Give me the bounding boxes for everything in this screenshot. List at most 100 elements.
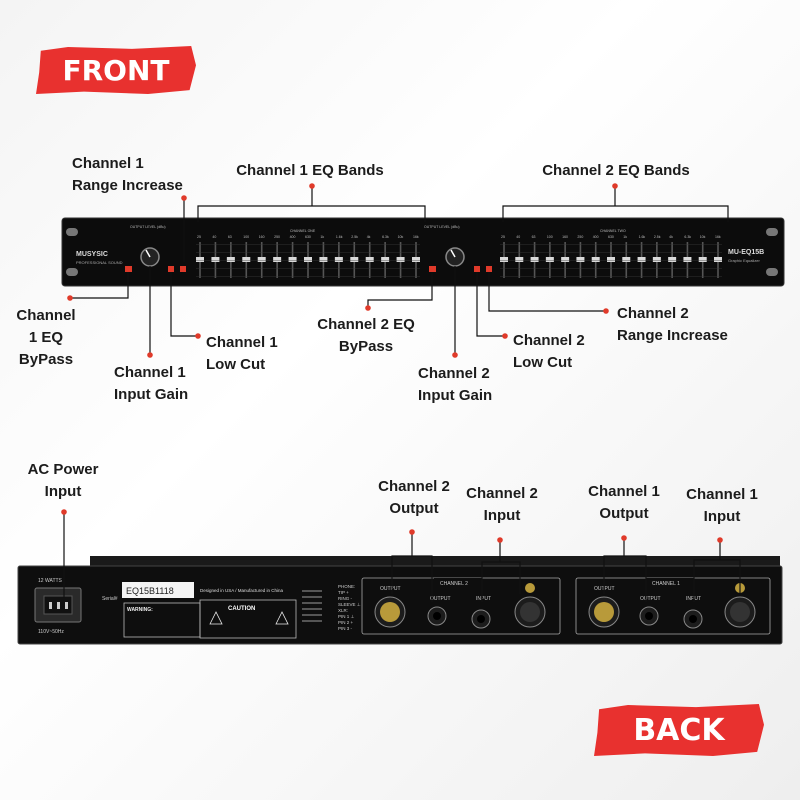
ch2-freq-label: 250 xyxy=(577,235,583,239)
ch2-freq-label: 1.6k xyxy=(639,235,646,239)
ch2-slider-cap[interactable] xyxy=(515,257,524,262)
ch1-freq-label: 10k xyxy=(398,235,404,239)
ch2-slider-cap[interactable] xyxy=(698,257,707,262)
label-ch2-low-cut: Channel 2 Low Cut xyxy=(513,332,585,371)
svg-text:OUTPUT: OUTPUT xyxy=(430,596,451,602)
front-callout-lines xyxy=(70,188,729,355)
voltage-label: 110V~50Hz xyxy=(38,629,64,635)
ch2-freq-label: 160 xyxy=(562,235,568,239)
ch1-freq-label: 40 xyxy=(212,235,216,239)
ch1-slider-cap[interactable] xyxy=(211,257,220,262)
ch1-slider-cap[interactable] xyxy=(242,257,251,262)
ch2-freq-label: 1k xyxy=(623,235,627,239)
ch1-slider-cap[interactable] xyxy=(226,257,235,262)
ch2-slider-cap[interactable] xyxy=(637,257,646,262)
ch1-slider-cap[interactable] xyxy=(257,257,266,262)
ch1-freq-label: 1k xyxy=(320,235,324,239)
ch1-slider-cap[interactable] xyxy=(350,257,359,262)
wiring-legend-line: XLR: xyxy=(338,608,348,613)
ch1-freq-label: 250 xyxy=(274,235,280,239)
ch2-bypass-button[interactable] xyxy=(429,266,436,272)
ch1-slider-cap[interactable] xyxy=(396,257,405,262)
label-ch2-input-gain: Channel 2 Input Gain xyxy=(418,365,493,404)
label-ch2-eq-bypass: Channel 2 EQ ByPass xyxy=(317,316,415,355)
lightning-warning-icon xyxy=(209,611,223,625)
ch1-bypass-button[interactable] xyxy=(125,266,132,272)
ch2-box-label: CHANNEL 2 xyxy=(440,581,468,587)
wiring-legend-line: RING - xyxy=(338,596,353,601)
ch1-range-button[interactable] xyxy=(180,266,186,272)
wiring-legend-line: TIP + xyxy=(338,590,349,595)
wiring-legend-line: PIN 1 ⊥ xyxy=(338,614,355,619)
label-ch1-range-increase: Channel 1 Range Increase xyxy=(72,155,183,194)
model-name: MU-EQ15B xyxy=(728,249,764,256)
ch1-freq-label: 160 xyxy=(259,235,265,239)
ch2-slider-cap[interactable] xyxy=(591,257,600,262)
svg-text:OUTPUT LEVEL (dBu): OUTPUT LEVEL (dBu) xyxy=(424,225,460,229)
ch2-slider-cap[interactable] xyxy=(668,257,677,262)
back-callout-lines xyxy=(63,512,741,602)
ch2-slider-cap[interactable] xyxy=(500,257,508,262)
ch2-freq-label: 40 xyxy=(516,235,520,239)
ch1-box-label: CHANNEL 1 xyxy=(652,581,680,587)
channel-two-label: CHANNEL TWO xyxy=(600,229,626,233)
svg-text:OUTPUT: OUTPUT xyxy=(380,586,401,592)
ch1-slider-cap[interactable] xyxy=(273,257,282,262)
channel-one-label: CHANNEL ONE xyxy=(290,229,316,233)
ch1-slider-cap[interactable] xyxy=(334,257,343,262)
ch2-range-button[interactable] xyxy=(486,266,492,272)
ch1-slider-cap[interactable] xyxy=(304,257,312,262)
ch1-freq-label: 630 xyxy=(305,235,311,239)
label-ac-power-input: AC Power Input xyxy=(27,461,99,500)
ch2-slider-cap[interactable] xyxy=(652,257,661,262)
ch1-freq-label: 1.6k xyxy=(336,235,343,239)
ch2-slider-cap[interactable] xyxy=(530,257,539,262)
ch2-slider-cap[interactable] xyxy=(607,257,615,262)
serial-value: EQ15B1118 xyxy=(126,586,174,596)
ch2-slider-cap[interactable] xyxy=(561,257,570,262)
ch1-freq-label: 2.5k xyxy=(351,235,358,239)
ch2-slider-cap[interactable] xyxy=(683,257,692,262)
ch1-freq-label: 25 xyxy=(197,235,201,239)
ch2-slider-cap[interactable] xyxy=(545,257,554,262)
warning-title: WARNING: xyxy=(127,607,153,613)
ch2-slider-cap[interactable] xyxy=(576,257,585,262)
exclamation-warning-icon xyxy=(275,611,289,625)
label-ch1-eq-bypass: Channel 1 EQ ByPass xyxy=(16,307,76,368)
ch1-freq-label: 6.3k xyxy=(382,235,389,239)
label-ch1-low-cut: Channel 1 Low Cut xyxy=(206,334,278,373)
ch1-slider-cap[interactable] xyxy=(381,257,390,262)
wiring-legend-line: PIN 2 + xyxy=(338,620,354,625)
ch2-low-cut-button[interactable] xyxy=(474,266,480,272)
rack-hole-icon xyxy=(766,268,778,276)
ch2-slider-cap[interactable] xyxy=(622,257,631,262)
ch2-slider-cap[interactable] xyxy=(714,257,722,262)
ch1-slider-cap[interactable] xyxy=(365,257,374,262)
label-ch1-input-gain: Channel 1 Input Gain xyxy=(114,364,189,403)
ch1-slider-cap[interactable] xyxy=(319,257,328,262)
ch1-slider-cap[interactable] xyxy=(196,257,204,262)
brand-logo: MUSYSIC xyxy=(76,251,108,258)
caution-title: CAUTION xyxy=(228,606,255,612)
wiring-legend-line: PIN 3 - xyxy=(338,626,353,631)
ch1-freq-label: 4k xyxy=(367,235,371,239)
wiring-legend-line: SLEEVE ⊥ xyxy=(338,602,361,607)
ch1-low-cut-button[interactable] xyxy=(168,266,174,272)
ch1-slider-cap[interactable] xyxy=(412,257,420,262)
front-banner: FRONT xyxy=(36,46,196,94)
model-sub: Graphic Equalizer xyxy=(728,258,760,263)
ch1-freq-label: 400 xyxy=(290,235,296,239)
ch2-freq-label: 16k xyxy=(715,235,721,239)
ch2-freq-label: 630 xyxy=(608,235,614,239)
ch2-freq-label: 10k xyxy=(700,235,706,239)
wiring-legend: PHONE:TIP +RING -SLEEVE ⊥XLR:PIN 1 ⊥PIN … xyxy=(338,584,361,631)
brand-sub: PROFESSIONAL SOUND xyxy=(76,260,123,265)
ch2-freq-label: 25 xyxy=(501,235,505,239)
label-ch2-output: Channel 2 Output xyxy=(378,478,450,517)
back-banner: BACK xyxy=(594,704,764,756)
label-ch2-eq-bands: Channel 2 EQ Bands xyxy=(542,162,690,179)
ch1-slider-cap[interactable] xyxy=(288,257,297,262)
